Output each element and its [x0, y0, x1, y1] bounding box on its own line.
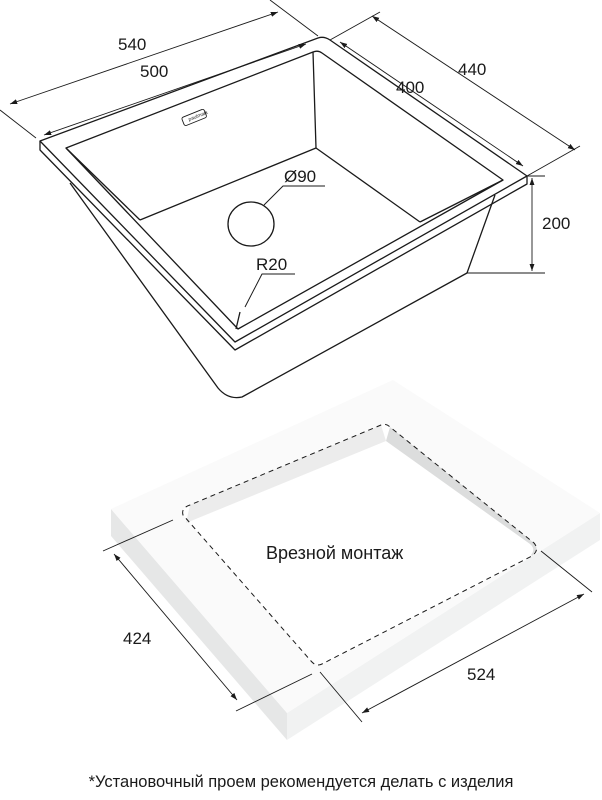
drain-hole — [227, 201, 275, 247]
sink-drawing — [39, 36, 528, 399]
dim-540-ext-right — [269, 0, 319, 37]
corner-radius-label: R20 — [256, 255, 287, 274]
dim-424-ext — [102, 519, 313, 712]
dim-400-line — [339, 41, 524, 167]
dim-524-label: 524 — [467, 665, 495, 684]
dim-440-ext — [329, 11, 581, 177]
dim-540-label: 540 — [118, 35, 146, 54]
dim-424-line — [113, 553, 238, 701]
cutout-inner-wall-right — [386, 427, 537, 556]
sink-body — [69, 182, 496, 399]
dim-440-label: 440 — [458, 60, 486, 79]
dim-424-label: 424 — [123, 629, 151, 648]
dim-500-line — [43, 43, 307, 136]
sink-bowl-opening — [65, 50, 504, 330]
cutout-label: Врезной монтаж — [266, 543, 403, 563]
dim-524-ext — [319, 550, 593, 723]
sink-bowl-back-wall — [312, 51, 317, 149]
dim-200-ext — [467, 175, 545, 274]
dim-540-line — [9, 11, 279, 105]
cutout-outline — [182, 423, 538, 666]
dim-540-ext-left — [0, 109, 37, 139]
dim-400-label: 400 — [396, 78, 424, 97]
dim-200-label: 200 — [542, 214, 570, 233]
dim-524-line — [361, 593, 585, 714]
sink-bowl-bottom — [139, 147, 421, 223]
cutout-inner-wall-back — [186, 425, 386, 523]
sink-rim-thickness — [39, 141, 528, 351]
drain-diameter-label: Ø90 — [284, 167, 316, 186]
sink-rim-outer — [39, 36, 528, 343]
footnote: *Установочный проем рекомендуется делать… — [88, 773, 514, 791]
dim-500-label: 500 — [140, 62, 168, 81]
